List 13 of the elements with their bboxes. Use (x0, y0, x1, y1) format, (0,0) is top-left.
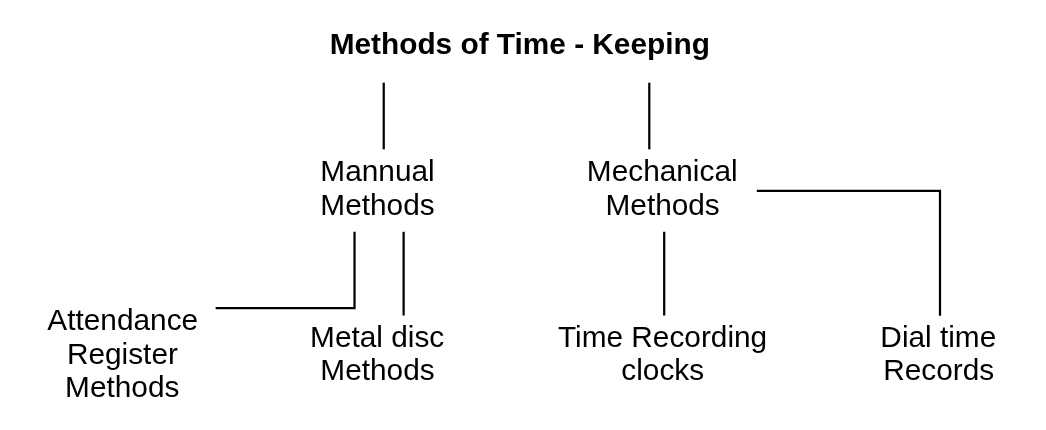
node-text: Mechanical Methods (586, 154, 738, 221)
connector (662, 231, 665, 316)
connector (215, 231, 356, 310)
node-text: Dial time Records (879, 319, 996, 387)
node-text: Metal disc Methods (309, 319, 444, 387)
connector (647, 82, 650, 150)
node-text: Mannual Methods (319, 154, 435, 221)
node-text: Attendance Register Methods (46, 303, 198, 404)
node-text: Time Recording clocks (557, 319, 767, 387)
node-text: Methods of Time - Keeping (329, 27, 710, 61)
connector (756, 189, 941, 316)
connector (382, 82, 385, 150)
connector (402, 231, 405, 316)
